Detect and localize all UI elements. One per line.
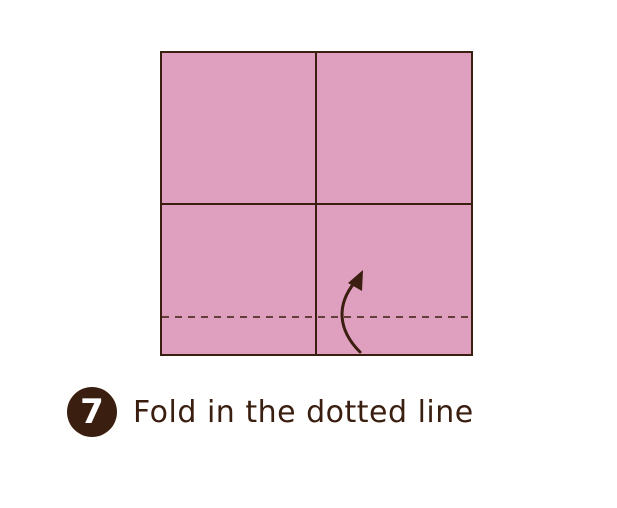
step-instruction: Fold in the dotted line [133, 394, 474, 430]
step-number-badge: 7 [67, 387, 117, 437]
curved-arrow-up-icon [340, 270, 363, 354]
step-caption: 7 Fold in the dotted line [67, 387, 474, 437]
